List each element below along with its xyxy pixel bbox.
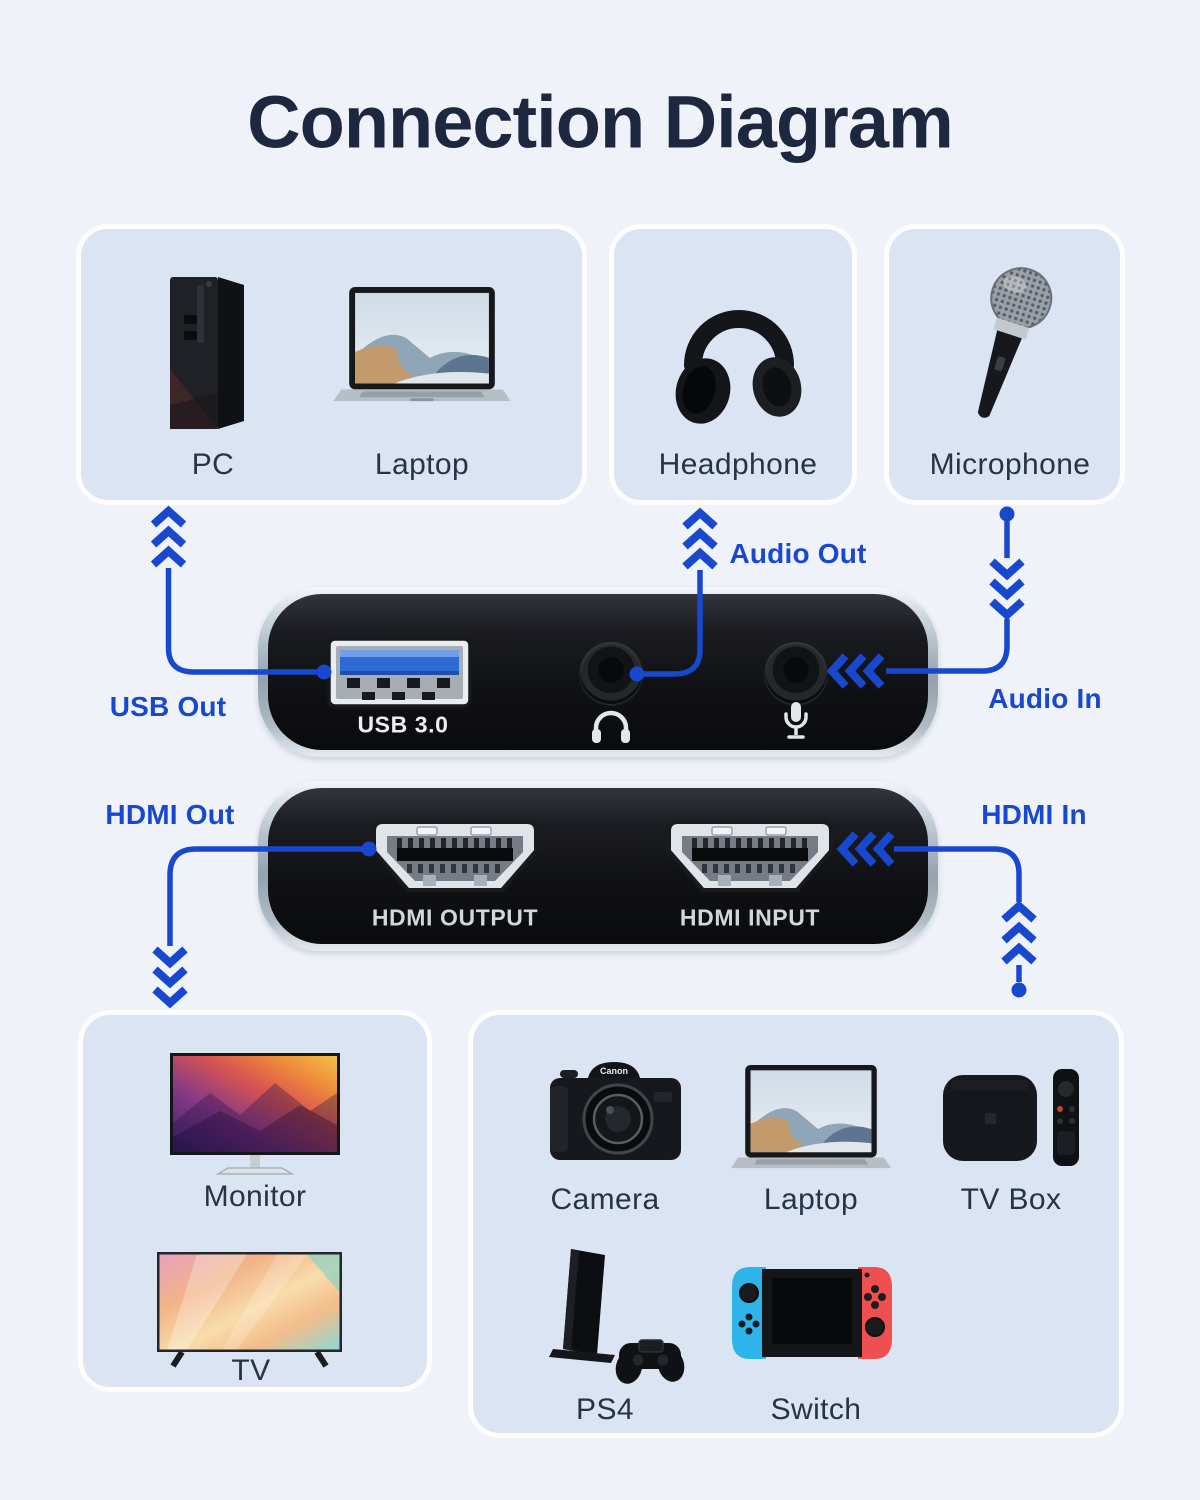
camera-icon: Canon xyxy=(550,1062,681,1160)
tv-box-label: TV Box xyxy=(960,1183,1062,1216)
ps4-icon xyxy=(549,1249,685,1384)
mic-jack-icon xyxy=(784,702,808,739)
audio-in-label: Audio In xyxy=(988,683,1102,714)
panel-microphone: Microphone xyxy=(884,224,1125,505)
tv-label: TV xyxy=(231,1354,271,1387)
hdmi-input-label: HDMI INPUT xyxy=(679,904,821,931)
microphone-label: Microphone xyxy=(929,448,1091,481)
headphone-jack xyxy=(580,642,642,704)
laptop-icon xyxy=(731,1065,891,1169)
hdmi-out-label: HDMI Out xyxy=(105,799,235,830)
audio-out-label: Audio Out xyxy=(729,538,867,569)
panel-sources: Canon xyxy=(468,1010,1124,1438)
laptop2-label: Laptop xyxy=(763,1183,859,1216)
camera-label: Camera xyxy=(550,1183,660,1216)
laptop-icon xyxy=(333,287,511,402)
mic-jack xyxy=(765,642,827,704)
monitor-icon xyxy=(170,1053,340,1175)
panel-computers: PC Laptop xyxy=(76,224,587,505)
switch-icon xyxy=(732,1267,892,1359)
page-title: Connection Diagram xyxy=(247,80,954,164)
usb-port-label: USB 3.0 xyxy=(357,711,449,738)
hdmi-output-label: HDMI OUTPUT xyxy=(371,904,539,931)
ps4-label: PS4 xyxy=(576,1393,634,1426)
capture-card-hdmi-face: HDMI OUTPUT HDMI INPUT xyxy=(258,781,938,951)
hdmi-output-port xyxy=(371,819,539,895)
pc-label: PC xyxy=(191,448,235,481)
monitor-label: Monitor xyxy=(203,1180,307,1213)
camera-brand-text: Canon xyxy=(600,1066,628,1076)
hdmi-in-label: HDMI In xyxy=(981,799,1087,830)
usb-port xyxy=(327,637,472,708)
switch-label: Switch xyxy=(770,1393,862,1426)
laptop-label: Laptop xyxy=(374,448,470,481)
headphone-label: Headphone xyxy=(658,448,818,481)
hdmi-input-port xyxy=(666,819,834,895)
tv-icon xyxy=(157,1252,342,1368)
pc-tower-icon xyxy=(170,277,244,429)
usb-out-label: USB Out xyxy=(109,691,227,722)
panel-displays: Monitor TV xyxy=(78,1010,432,1392)
microphone-icon xyxy=(977,267,1053,418)
capture-card-usb-face: USB 3.0 xyxy=(258,587,938,757)
panel-headphone: Headphone xyxy=(609,224,857,505)
headphone-icon xyxy=(675,310,802,424)
tv-box-icon xyxy=(943,1069,1079,1166)
headphone-jack-icon xyxy=(592,710,630,743)
